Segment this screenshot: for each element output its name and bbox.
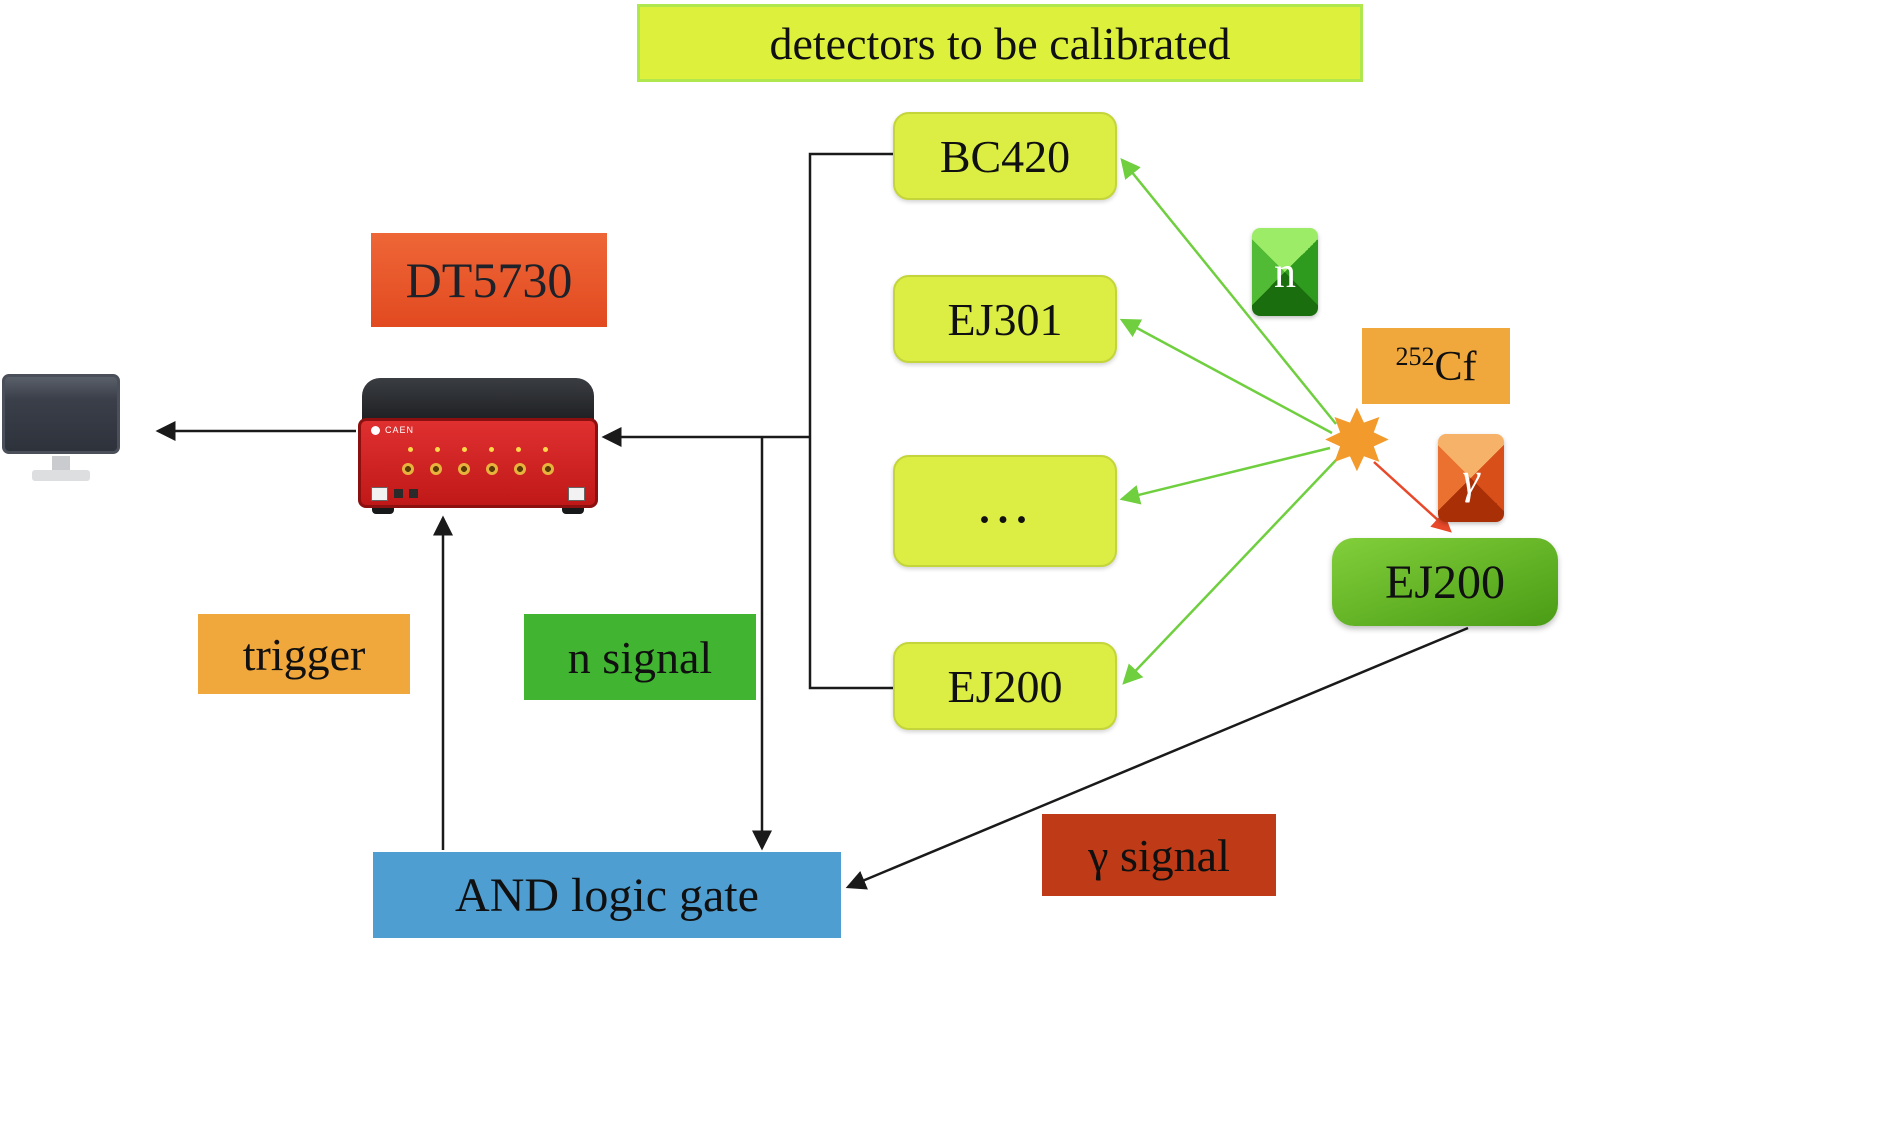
detector-bc420: BC420	[893, 112, 1117, 200]
and-logic-gate-label: AND logic gate	[373, 852, 841, 938]
diagram-title: detectors to be calibrated	[637, 4, 1363, 82]
n-signal-label: n signal	[524, 614, 756, 700]
sma-connector-icon	[458, 463, 470, 476]
source-sunburst-icon: ✸	[1321, 392, 1393, 490]
monitor-base	[32, 470, 90, 481]
cf252-source-label: 252Cf	[1362, 328, 1510, 404]
device-front-panel: CAEN	[358, 418, 598, 508]
detector-ej200: EJ200	[893, 642, 1117, 730]
dt5730-digitizer-device: CAEN	[358, 378, 598, 514]
device-brand-text: CAEN	[385, 425, 415, 435]
arrow-neutron-to-dots	[1119, 446, 1331, 505]
source-element: Cf	[1434, 343, 1477, 390]
device-led-row	[371, 446, 585, 452]
caen-logo-icon	[371, 425, 380, 435]
device-connector-row	[371, 463, 585, 476]
sma-connector-icon	[542, 463, 554, 476]
detector-ej301: EJ301	[893, 275, 1117, 363]
computer-monitor-icon	[2, 374, 124, 492]
device-switch-icon	[409, 489, 418, 499]
sma-connector-icon	[430, 463, 442, 476]
device-switch-icon	[394, 489, 403, 499]
sma-connector-icon	[402, 463, 414, 476]
usb-port-icon	[371, 486, 388, 501]
neutron-gem-icon: n	[1252, 228, 1318, 316]
device-foot	[372, 506, 394, 514]
device-port-row	[371, 486, 585, 501]
arrow-neutron-to-ej200	[1122, 457, 1339, 685]
sma-connector-icon	[514, 463, 526, 476]
gamma-signal-label: γ signal	[1042, 814, 1276, 896]
digitizer-label: DT5730	[371, 233, 607, 327]
source-mass-number: 252	[1395, 341, 1435, 371]
gamma-label: γ	[1462, 453, 1480, 503]
sma-connector-icon	[486, 463, 498, 476]
neutron-label: n	[1274, 247, 1296, 297]
trigger-label: trigger	[198, 614, 410, 694]
arrow-neutron-to-ej301	[1119, 318, 1333, 435]
detector-bracket	[808, 152, 893, 690]
monitor-neck	[52, 456, 70, 470]
monitor-screen	[2, 374, 120, 454]
gamma-gem-icon: γ	[1438, 434, 1504, 522]
reference-detector-ej200: EJ200	[1332, 538, 1558, 626]
detector-ellipsis: ...	[893, 455, 1117, 567]
usb-port-icon	[568, 486, 585, 501]
device-foot	[562, 506, 584, 514]
